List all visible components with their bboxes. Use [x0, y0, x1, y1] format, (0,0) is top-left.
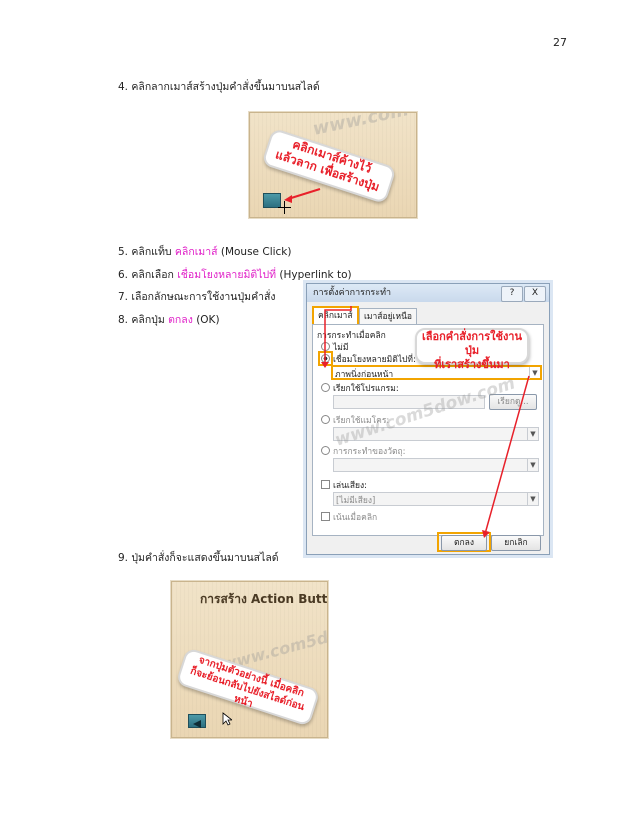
slide-screenshot-draw-button: www.com คลิกเมาส์ค้างไว้ แล้วลาก เพื่อสร… [249, 112, 417, 218]
action-settings-dialog: การตั้งค่าการกระทำ ? X คลิกเมาส์ เมาส์อย… [306, 283, 550, 555]
step-6: 6. คลิกเลือก เชื่อมโยงหลายมิติไปที่ (Hyp… [118, 269, 352, 281]
step-9: 9. ปุ่มคำสั่งก็จะแสดงขึ้นมาบนสไลด์ [118, 552, 279, 564]
group-label: การกระทำเมื่อคลิก [317, 331, 386, 341]
step-7: 7. เลือกลักษณะการใช้งานปุ่มคำสั่ง [118, 291, 276, 303]
radio-object-action[interactable] [321, 446, 330, 455]
label-play-sound: เล่นเสียง: [333, 481, 368, 491]
chevron-down-icon: ▼ [527, 428, 538, 440]
action-button-drawn [263, 193, 281, 208]
program-path-input[interactable] [333, 395, 485, 409]
label-none: ไม่มี [333, 343, 349, 353]
step-5: 5. คลิกแท็บ คลิกเมาส์ (Mouse Click) [118, 246, 292, 258]
tab-mouse-over[interactable]: เมาส์อยู่เหนือ [359, 308, 417, 325]
mouse-click-highlight: คลิกเมาส์ [174, 246, 218, 258]
label-object-action: การกระทำของวัตถุ: [333, 447, 406, 457]
triangle-left-icon [193, 720, 201, 728]
back-action-button [188, 714, 206, 728]
browse-button[interactable]: เรียกดู... [489, 394, 537, 410]
ok-button-focus [437, 532, 491, 552]
chevron-down-icon: ▼ [529, 367, 540, 379]
dialog-callout-line-1: เลือกคำสั่งการใช้งานปุ่ม [421, 330, 523, 357]
close-button[interactable]: X [524, 286, 546, 302]
macro-select[interactable]: ▼ [333, 427, 539, 441]
step-4: 4. คลิกลากเมาส์สร้างปุ่มคำสั่งขึ้นมาบนสไ… [118, 81, 320, 93]
slide-screenshot-result: การสร้าง Action Button www.com5dow จากปุ… [171, 581, 328, 738]
ok-highlight: ตกลง [168, 314, 193, 326]
label-highlight-click: เน้นเมื่อคลิก [333, 513, 378, 523]
radio-run-program[interactable] [321, 383, 330, 392]
radio-run-macro[interactable] [321, 415, 330, 424]
pointer-arrows-icon [321, 306, 530, 538]
mouse-pointer-icon [222, 712, 232, 726]
object-action-select[interactable]: ▼ [333, 458, 539, 472]
dialog-title: การตั้งค่าการกระทำ [307, 284, 549, 302]
drag-arrow-icon [284, 188, 321, 203]
help-button[interactable]: ? [501, 286, 523, 302]
dialog-callout: เลือกคำสั่งการใช้งานปุ่ม ที่เราสร้างขึ้น… [415, 328, 529, 371]
step-8: 8. คลิกปุ่ม ตกลง (OK) [118, 314, 220, 326]
label-run-macro: เรียกใช้แมโคร: [333, 416, 390, 426]
page-number: 27 [553, 36, 567, 49]
label-hyperlink: เชื่อมโยงหลายมิติไปที่: [333, 355, 416, 365]
chevron-down-icon: ▼ [527, 493, 538, 505]
sound-select[interactable]: [ไม่มีเสียง] ▼ [333, 492, 539, 506]
hyperlink-select[interactable]: ภาพนิ่งก่อนหน้า ▼ [331, 365, 542, 380]
hyperlink-highlight: เชื่อมโยงหลายมิติไปที่ [177, 269, 277, 281]
play-sound-checkbox[interactable] [321, 480, 330, 489]
slide-title: การสร้าง Action Button [200, 592, 328, 606]
chevron-down-icon: ▼ [527, 459, 538, 471]
highlight-click-checkbox[interactable] [321, 512, 330, 521]
ok-button[interactable]: ตกลง [441, 535, 487, 551]
cancel-button[interactable]: ยกเลิก [491, 535, 541, 551]
label-run-program: เรียกใช้โปรแกรม: [333, 384, 399, 394]
dialog-callout-line-2: ที่เราสร้างขึ้นมา [434, 358, 510, 371]
